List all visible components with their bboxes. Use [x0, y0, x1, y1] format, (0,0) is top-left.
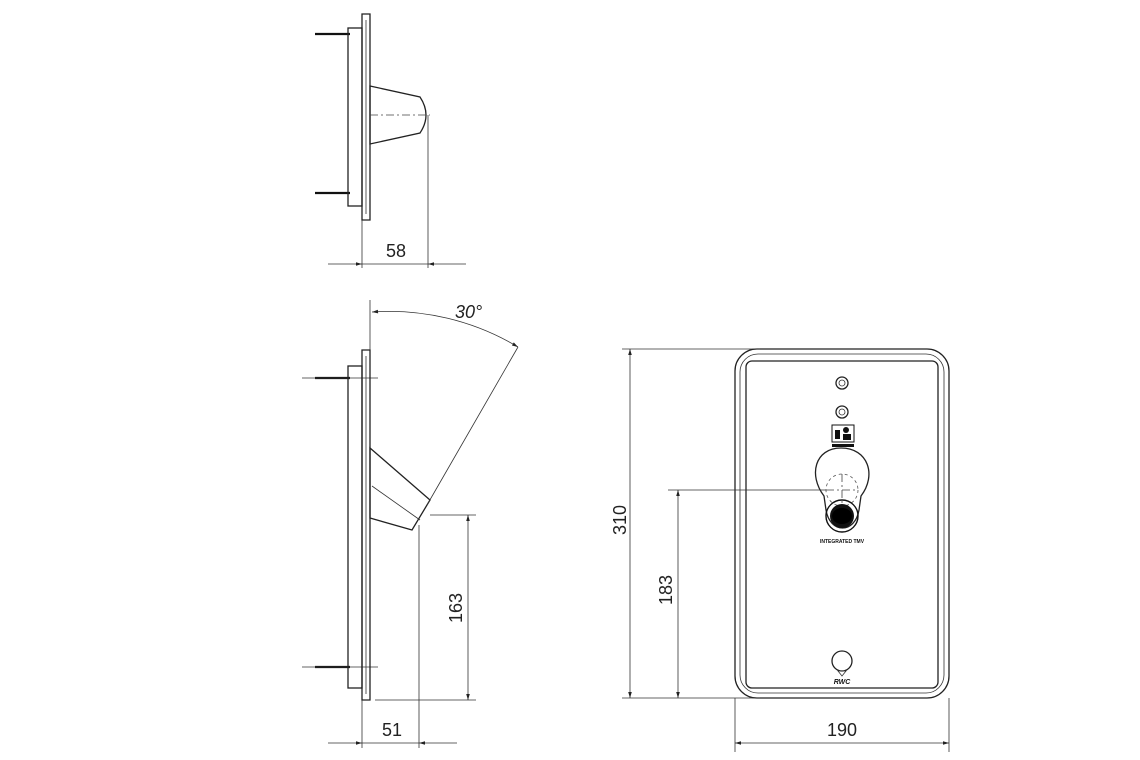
brand-logo: RWC — [834, 679, 852, 686]
hand-sensor-icon — [831, 424, 855, 447]
angle-arc — [371, 309, 519, 348]
override-button — [831, 650, 853, 672]
integrated-tmv-label: INTEGRATED TMV — [820, 539, 865, 545]
indicator-light-icon — [835, 405, 849, 419]
back-plate — [347, 365, 363, 689]
front-view: INTEGRATED TMV RWC 310 183 190 — [610, 348, 950, 752]
spout — [369, 85, 427, 145]
dimension-183: 183 — [656, 575, 676, 605]
dimension-190: 190 — [827, 720, 857, 740]
dimension-58: 58 — [386, 241, 406, 261]
dimension-163: 163 — [446, 593, 466, 623]
front-plate — [361, 349, 371, 701]
dimension-51: 51 — [382, 720, 402, 740]
sensor-window-icon — [825, 499, 859, 533]
face-plate — [745, 360, 939, 689]
angled-spout — [369, 446, 431, 531]
sensor-housing — [814, 447, 870, 529]
dimension-310: 310 — [610, 505, 630, 535]
angle-30: 30° — [455, 302, 482, 322]
indicator-light-icon — [835, 376, 849, 390]
front-plate — [361, 13, 371, 221]
side-view-angled: 30° 163 51 — [302, 300, 519, 748]
outer-frame — [734, 348, 950, 699]
back-plate — [347, 27, 363, 207]
side-view-top: 58 — [315, 13, 466, 268]
